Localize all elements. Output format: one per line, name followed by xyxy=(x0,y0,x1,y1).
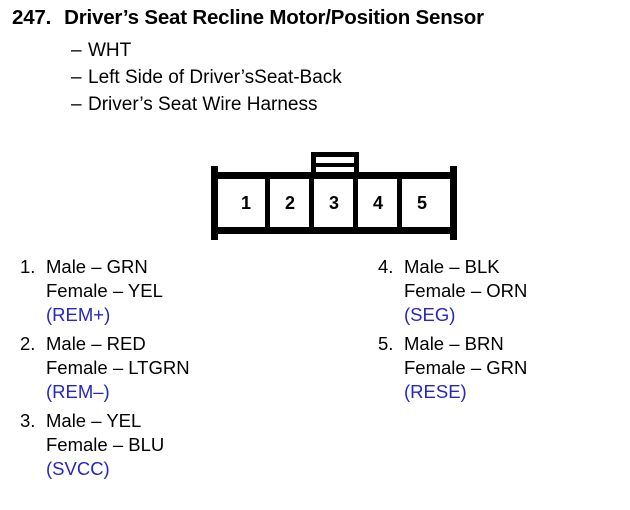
pin-entry-female: Female – GRN xyxy=(404,357,528,378)
connector-pin-4: 4 xyxy=(353,178,400,228)
pin-entry-female-line: Female – ORN xyxy=(378,279,630,303)
connector-pin-label: 2 xyxy=(284,192,295,213)
pin-entry-female-line: Female – LTGRN xyxy=(20,356,310,380)
header-detail-label: Left Side of Driver’sSeat-Back xyxy=(88,67,342,88)
header-detail-list: –WHT –Left Side of Driver’sSeat-Back –Dr… xyxy=(71,37,611,118)
pin-entry-code-line: (SVCC) xyxy=(20,457,310,481)
header-detail-label: Driver’s Seat Wire Harness xyxy=(88,94,318,115)
pin-assignment-list: 1. Male – GRN Female – YEL (REM+) 2. Mal… xyxy=(0,255,630,510)
header-detail-label: WHT xyxy=(88,40,132,61)
pin-entry-1: 1. Male – GRN Female – YEL (REM+) xyxy=(20,255,310,327)
pin-entry-male-line: 3. Male – YEL xyxy=(20,409,310,433)
connector-pin-5: 5 xyxy=(397,178,444,228)
connector-left-flange xyxy=(211,166,218,240)
pin-entry-female-line: Female – BLU xyxy=(20,433,310,457)
pin-entry-index: 3. xyxy=(20,410,36,431)
pin-entry-code: (SEG) xyxy=(404,304,456,325)
pin-entry-index: 2. xyxy=(20,333,36,354)
pin-entry-female: Female – BLU xyxy=(46,434,165,455)
header-detail-line: –Left Side of Driver’sSeat-Back xyxy=(71,64,611,91)
pin-list-right-column: 4. Male – BLK Female – ORN (SEG) 5. Male… xyxy=(378,255,630,409)
dash-bullet-icon: – xyxy=(71,40,82,61)
pin-entry-code: (RESE) xyxy=(404,381,467,402)
pin-entry-male: Male – RED xyxy=(46,333,146,354)
pin-entry-female-line: Female – GRN xyxy=(378,356,630,380)
pin-entry-female: Female – ORN xyxy=(404,280,528,301)
pin-entry-index: 1. xyxy=(20,256,36,277)
pin-entry-code: (REM+) xyxy=(46,304,111,325)
pin-entry-male: Male – BLK xyxy=(404,256,500,277)
connector-pin-label: 5 xyxy=(416,192,427,213)
connector-pin-label: 1 xyxy=(240,192,251,213)
connector-pin-label: 4 xyxy=(372,192,383,213)
pin-entry-2: 2. Male – RED Female – LTGRN (REM–) xyxy=(20,332,310,404)
pin-entry-code-line: (SEG) xyxy=(378,303,630,327)
connector-latch-tab xyxy=(311,152,359,173)
connector-bottom-edge xyxy=(217,227,451,234)
header-detail-line: –Driver’s Seat Wire Harness xyxy=(71,91,611,118)
pin-entry-male: Male – BRN xyxy=(404,333,504,354)
pin-entry-code: (REM–) xyxy=(46,381,110,402)
pin-entry-male: Male – YEL xyxy=(46,410,142,431)
item-number: 247. xyxy=(12,6,52,29)
pin-entry-female: Female – YEL xyxy=(46,280,163,301)
pin-entry-female-line: Female – YEL xyxy=(20,279,310,303)
pin-entry-male-line: 4. Male – BLK xyxy=(378,255,630,279)
pin-entry-code-line: (REM+) xyxy=(20,303,310,327)
pin-entry-index: 5. xyxy=(378,333,394,354)
pin-entry-code-line: (RESE) xyxy=(378,380,630,404)
pin-entry-code: (SVCC) xyxy=(46,458,110,479)
connector-pin-label: 3 xyxy=(328,192,339,213)
pin-entry-male-line: 2. Male – RED xyxy=(20,332,310,356)
connector-pin-1: 1 xyxy=(224,179,268,227)
pin-entry-4: 4. Male – BLK Female – ORN (SEG) xyxy=(378,255,630,327)
connector-pin-row: 1 2 3 4 5 xyxy=(224,178,444,228)
pin-list-left-column: 1. Male – GRN Female – YEL (REM+) 2. Mal… xyxy=(20,255,310,486)
pin-entry-index: 4. xyxy=(378,256,394,277)
connector-pin-2: 2 xyxy=(265,178,312,228)
connector-latch-tab-divider xyxy=(311,163,359,167)
connector-pin-3: 3 xyxy=(309,178,356,228)
connector-diagram: 1 2 3 4 5 xyxy=(211,152,457,240)
connector-top-edge xyxy=(217,172,451,179)
page-title: 247. Driver’s Seat Recline Motor/Position… xyxy=(12,6,622,30)
pin-entry-male-line: 5. Male – BRN xyxy=(378,332,630,356)
connector-right-flange xyxy=(450,166,457,240)
connector-body: 1 2 3 4 5 xyxy=(211,166,457,240)
pin-entry-5: 5. Male – BRN Female – GRN (RESE) xyxy=(378,332,630,404)
pin-entry-male: Male – GRN xyxy=(46,256,148,277)
pin-entry-3: 3. Male – YEL Female – BLU (SVCC) xyxy=(20,409,310,481)
pin-entry-male-line: 1. Male – GRN xyxy=(20,255,310,279)
pin-entry-female: Female – LTGRN xyxy=(46,357,190,378)
pin-entry-code-line: (REM–) xyxy=(20,380,310,404)
dash-bullet-icon: – xyxy=(71,67,82,88)
header-detail-line: –WHT xyxy=(71,37,611,64)
dash-bullet-icon: – xyxy=(71,94,82,115)
item-title: Driver’s Seat Recline Motor/Position Sen… xyxy=(64,6,484,29)
